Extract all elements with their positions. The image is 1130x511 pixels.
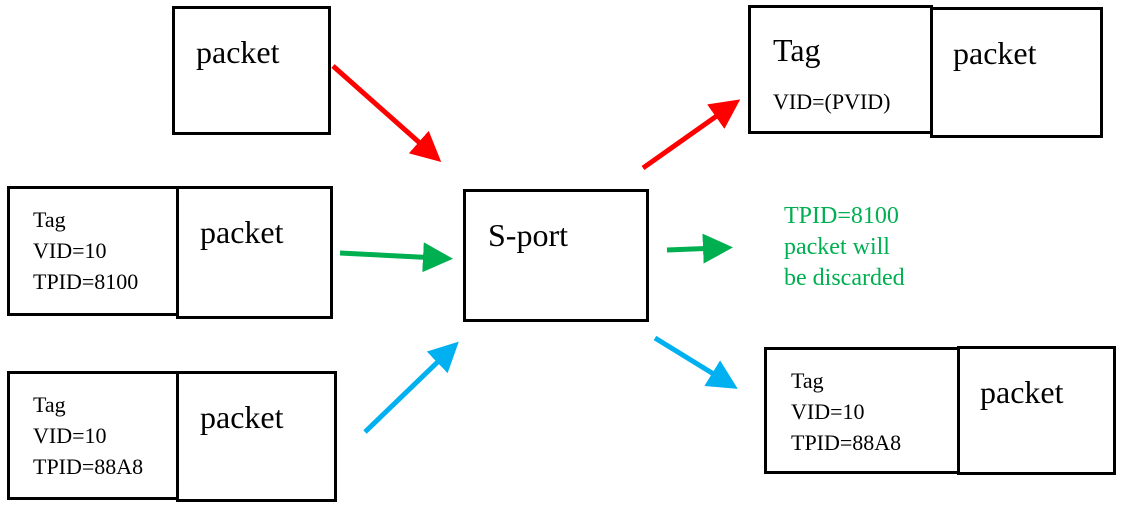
arrow-untagged-out bbox=[641, 99, 741, 171]
discard-note-line3: be discarded bbox=[784, 265, 905, 291]
input-stag-tag-lines: Tag VID=10 TPID=88A8 bbox=[33, 389, 143, 482]
discard-note-line2: packet will bbox=[784, 234, 890, 260]
discard-note-line1: TPID=8100 bbox=[784, 203, 899, 229]
input-ctag-tpid: TPID=8100 bbox=[33, 269, 139, 294]
output-stag-vid: VID=10 bbox=[791, 399, 865, 424]
output-untagged-packet-label: packet bbox=[953, 35, 1037, 71]
discard-note: TPID=8100 packet will be discarded bbox=[784, 201, 905, 294]
input-ctag-tag-box: Tag VID=10 TPID=8100 bbox=[7, 186, 179, 316]
input-stag-packet-box: packet bbox=[176, 371, 337, 502]
input-ctag-vid: VID=10 bbox=[33, 238, 107, 263]
input-ctag-packet-box: packet bbox=[176, 186, 333, 319]
output-untagged-tag-box: Tag VID=(PVID) bbox=[748, 5, 933, 134]
arrow-ctag-in bbox=[339, 242, 453, 273]
input-stag-vid: VID=10 bbox=[33, 423, 107, 448]
s-port-box: S-port bbox=[463, 189, 649, 322]
output-stag-tag-label: Tag bbox=[791, 368, 824, 393]
input-ctag-tag-lines: Tag VID=10 TPID=8100 bbox=[33, 204, 138, 297]
input-untagged-packet-box: packet bbox=[172, 6, 331, 135]
output-stag-tpid: TPID=88A8 bbox=[791, 430, 902, 455]
arrow-stag-in bbox=[363, 341, 459, 434]
input-untagged-packet-label: packet bbox=[196, 34, 280, 70]
output-untagged-tag-label: Tag bbox=[773, 32, 821, 68]
output-untagged-vid: VID=(PVID) bbox=[773, 89, 891, 114]
input-ctag-tag-label: Tag bbox=[33, 207, 66, 232]
output-untagged-packet-box: packet bbox=[930, 7, 1103, 138]
arrow-ctag-out bbox=[666, 233, 733, 264]
output-stag-tag-lines: Tag VID=10 TPID=88A8 bbox=[791, 365, 901, 458]
arrow-untagged-in bbox=[331, 64, 442, 162]
output-stag-tag-box: Tag VID=10 TPID=88A8 bbox=[764, 347, 961, 474]
input-ctag-packet-label: packet bbox=[200, 214, 284, 250]
input-stag-tpid: TPID=88A8 bbox=[33, 454, 144, 479]
output-stag-packet-label: packet bbox=[980, 374, 1064, 410]
output-stag-packet-box: packet bbox=[957, 346, 1116, 475]
arrow-stag-out bbox=[653, 335, 738, 389]
input-stag-tag-box: Tag VID=10 TPID=88A8 bbox=[7, 371, 179, 500]
input-stag-packet-label: packet bbox=[200, 399, 284, 435]
s-port-label: S-port bbox=[488, 217, 568, 253]
input-stag-tag-label: Tag bbox=[33, 392, 66, 417]
